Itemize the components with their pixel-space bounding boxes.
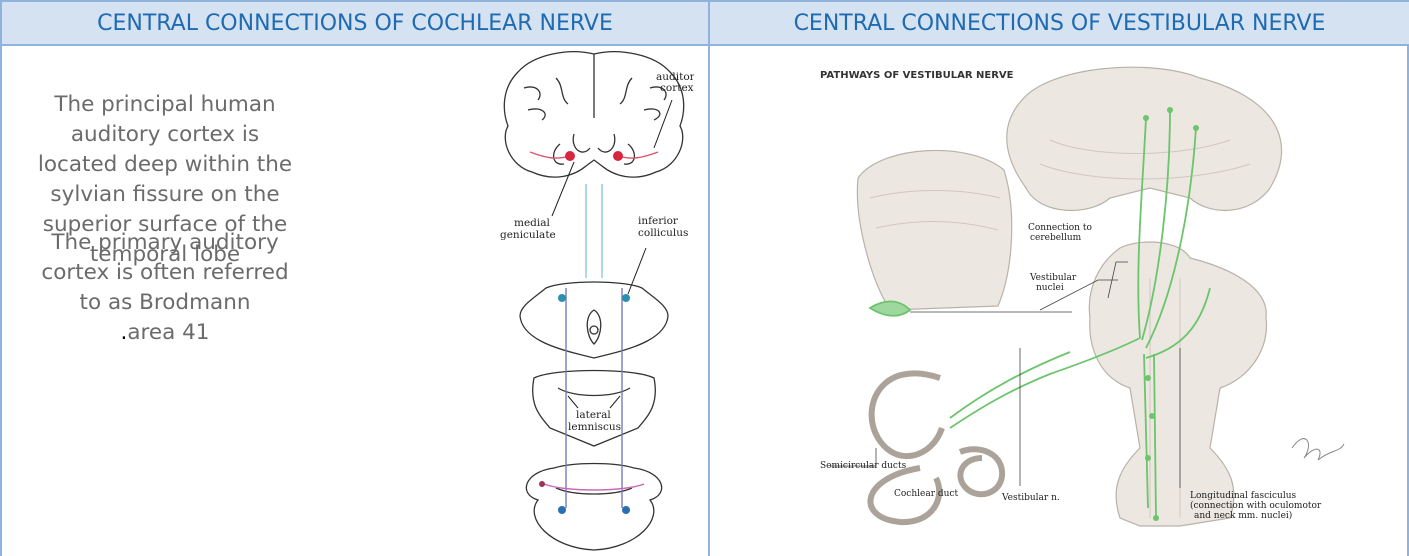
label-vestibular-nuclei-1: Vestibular: [1029, 273, 1077, 283]
label-medial-geniculate-2: geniculate: [500, 229, 556, 241]
brodmann-area: area 41: [127, 320, 209, 345]
label-connection-cerebellum-2: cerebellum: [1030, 233, 1082, 243]
figure-title: PATHWAYS OF VESTIBULAR NERVE: [820, 70, 1014, 81]
cochlear-header: CENTRAL CONNECTIONS OF COCHLEAR NERVE: [2, 0, 708, 46]
label-auditory-cortex-2: cortex: [660, 82, 694, 94]
medulla-section: [526, 464, 661, 551]
label-connection-cerebellum-1: Connection to: [1028, 223, 1092, 233]
brodmann-text: The primary auditory cortex is often ref…: [41, 230, 288, 315]
label-vestibular-n: Vestibular n.: [1001, 493, 1060, 503]
brodmann-paragraph: The primary auditory cortex is often ref…: [32, 228, 298, 348]
semicircular-duct-1: [872, 373, 942, 456]
label-vestibular-nuclei-2: nuclei: [1036, 283, 1064, 293]
label-longitudinal-fasciculus-1: Longitudinal fasciculus: [1190, 491, 1297, 501]
label-semicircular-ducts: Semicircular ducts: [820, 461, 907, 471]
artist-signature: [1292, 439, 1344, 460]
label-lateral-lemniscus-2: lemniscus: [568, 421, 621, 433]
cochlear-pathway-diagram: auditory cortex medial geniculate inferi…: [494, 48, 694, 554]
label-longitudinal-fasciculus-2: (connection with oculomotor: [1190, 500, 1322, 511]
vestibular-pathway-diagram: PATHWAYS OF VESTIBULAR NERVE: [710, 48, 1409, 556]
vestibular-header: CENTRAL CONNECTIONS OF VESTIBULAR NERVE: [710, 0, 1409, 46]
midbrain-section: [520, 282, 668, 358]
label-lateral-lemniscus-1: lateral: [576, 409, 611, 421]
label-cochlear-duct: Cochlear duct: [894, 489, 958, 499]
label-inferior-colliculus-2: colliculus: [638, 227, 688, 239]
brainstem: [1089, 242, 1266, 526]
floor-of-fourth-ventricle: [857, 150, 1011, 310]
nucleus-dots: [539, 151, 630, 514]
label-inferior-colliculus-1: inferior: [638, 215, 679, 227]
label-longitudinal-fasciculus-3: and neck mm. nuclei): [1194, 510, 1292, 521]
cochlear-column: CENTRAL CONNECTIONS OF COCHLEAR NERVE Th…: [2, 0, 710, 556]
label-medial-geniculate-1: medial: [514, 217, 551, 229]
vestibular-column: CENTRAL CONNECTIONS OF VESTIBULAR NERVE …: [710, 0, 1409, 556]
cochlea-spiral: [960, 449, 1002, 494]
